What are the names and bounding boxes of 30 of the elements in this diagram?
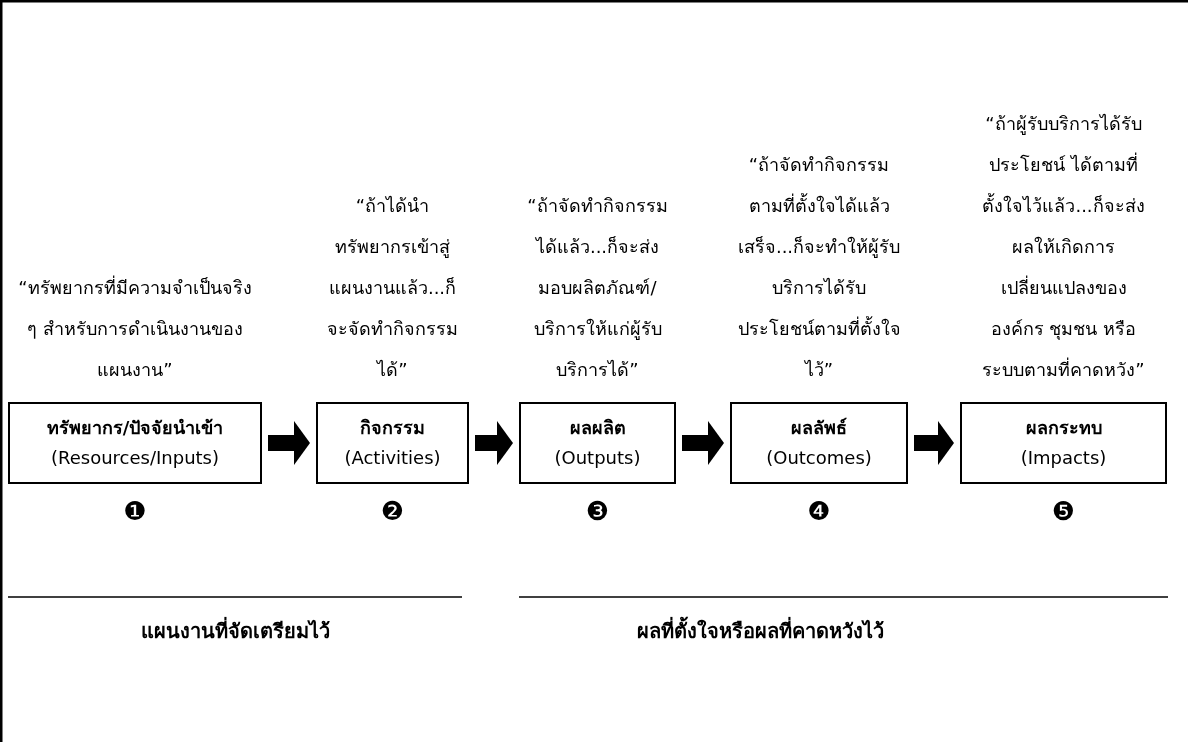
- step-number: ❹: [806, 496, 832, 526]
- box-heading: ผลลัพธ์: [791, 416, 847, 440]
- step-number: ❶: [122, 496, 148, 526]
- box-subtitle: (Outcomes): [766, 446, 872, 470]
- box-subtitle: (Resources/Inputs): [51, 446, 219, 470]
- box-heading: ผลผลิต: [569, 416, 626, 440]
- quote-text: “ทรัพยากรที่มีความจำเป็นจริง ๆ สำหรับการดำเนินงานของแผนงาน”: [17, 274, 253, 382]
- step-number: ❸: [584, 496, 611, 526]
- quote-text: “ถ้าผู้รับบริการได้รับประโยชน์ ได้ตามที่ตั้งใจไว้แล้ว...ก็จะส่งผลให้เกิดการเปลี่ยนแปลงขององค์กร ชุมชน หรือระบบตามที่คาดหวัง”: [981, 112, 1146, 382]
- group-label: ผลที่ตั้งใจหรือผลที่คาดหวังไว้: [636, 615, 884, 647]
- box-heading: กิจกรรม: [360, 416, 425, 440]
- box-subtitle: (Outputs): [554, 446, 641, 470]
- quote-text: “ถ้าจัดทำกิจกรรมตามที่ตั้งใจได้แล้วเสร็จ...ก็จะทำให้ผู้รับบริการได้รับประโยชน์ตามที่ตั้งใจไว้”: [736, 153, 902, 382]
- process-box: [8, 402, 262, 484]
- process-box: [316, 402, 469, 484]
- process-box: [730, 402, 908, 484]
- box-heading: ผลกระทบ: [1025, 416, 1102, 440]
- block-arrow: [914, 421, 954, 465]
- quote-text: “ถ้าได้นำทรัพยากรเข้าสู่แผนงานแล้ว...ก็จะจัดทำกิจกรรมได้”: [326, 194, 459, 382]
- group-label: แผนงานที่จัดเตรียมไว้: [140, 616, 330, 645]
- step-number: ❺: [1050, 496, 1077, 526]
- box-heading: ทรัพยากร/ปัจจัยนำเข้า: [46, 416, 224, 440]
- process-box: [519, 402, 676, 484]
- quote-text: “ถ้าจัดทำกิจกรรมได้แล้ว...ก็จะส่งมอบผลิตภัณฑ์/บริการให้แก่ผู้รับบริการได้”: [526, 194, 669, 382]
- process-box: [960, 402, 1167, 484]
- box-subtitle: (Activities): [344, 446, 441, 470]
- step-number: ❷: [379, 496, 406, 526]
- block-arrow: [682, 421, 724, 465]
- block-arrow: [268, 421, 310, 465]
- box-subtitle: (Impacts): [1020, 446, 1107, 470]
